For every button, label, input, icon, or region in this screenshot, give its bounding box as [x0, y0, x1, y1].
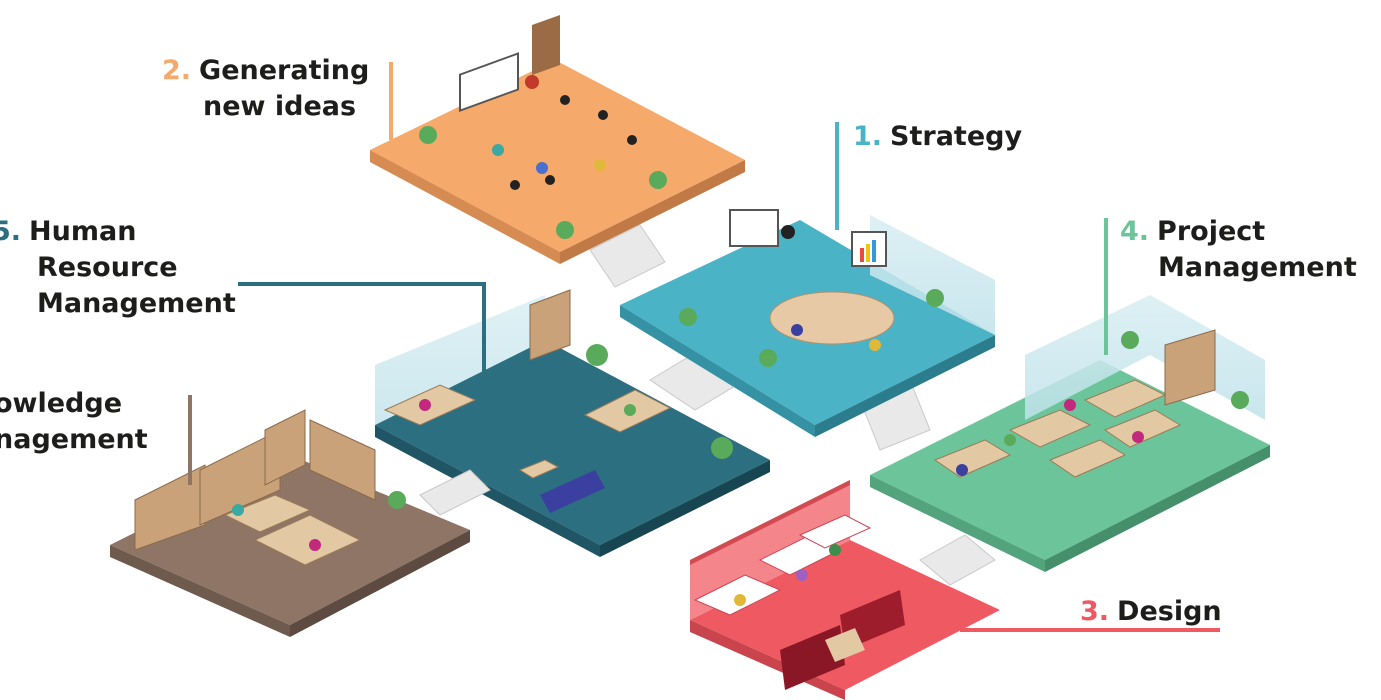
label-line: Human	[29, 216, 137, 247]
floor-project-management	[870, 295, 1270, 572]
label-strategy: 1.Strategy	[853, 119, 1022, 155]
label-human-resource-management: 5.Human Resource Management	[0, 214, 236, 322]
label-design: 3.Design	[1080, 594, 1222, 630]
label-line: Generating	[199, 55, 370, 86]
floor-strategy	[620, 209, 995, 437]
label-line: Management	[37, 288, 236, 319]
label-line: nagement	[0, 424, 148, 455]
desks	[223, 494, 362, 566]
label-line: new ideas	[203, 91, 357, 122]
leader-lines	[188, 62, 1220, 632]
label-line: Management	[1158, 252, 1357, 283]
bookshelves	[134, 409, 376, 551]
floor-knowledge-management	[110, 409, 470, 637]
label-line: Design	[1117, 596, 1222, 627]
label-project-management: 4.Project Management	[1120, 214, 1357, 286]
label-line: owledge	[0, 388, 123, 419]
label-number: 4.	[1120, 216, 1150, 247]
label-line: Project	[1157, 216, 1266, 247]
floor-generating-new-ideas	[370, 15, 745, 264]
label-number: 5.	[0, 216, 22, 247]
leader-line-hr	[238, 282, 486, 372]
label-number: 1.	[853, 121, 883, 152]
floor-human-resource-management	[375, 289, 770, 557]
label-number: 3.	[1080, 596, 1110, 627]
label-line: Strategy	[890, 121, 1023, 152]
label-number: 2.	[162, 55, 192, 86]
label-generating-new-ideas: 2.Generating new ideas	[162, 53, 369, 125]
label-knowledge-management: owledge nagement	[0, 386, 148, 458]
floor-design	[690, 480, 1000, 700]
label-line: Resource	[37, 252, 178, 283]
